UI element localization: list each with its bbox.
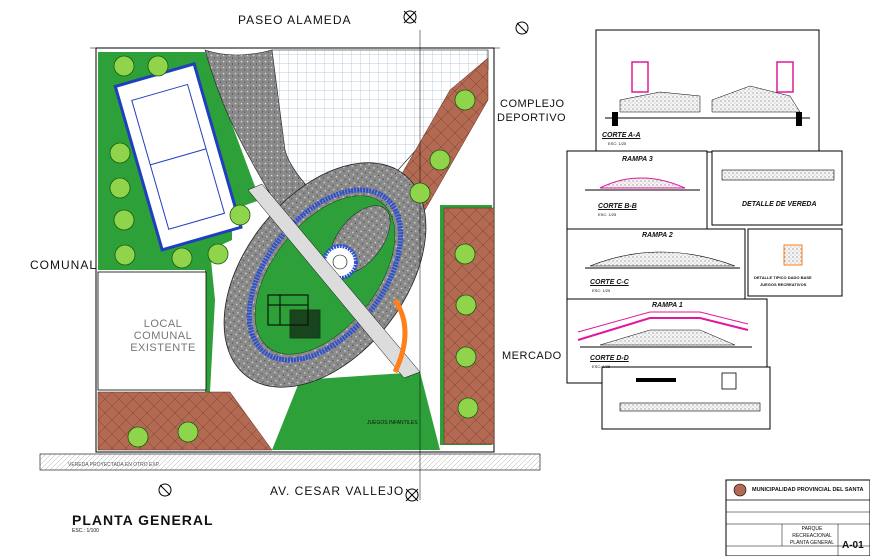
rampa2-title: RAMPA 2 bbox=[642, 232, 673, 239]
corte-aa-scale: ESC: 1/25 bbox=[608, 141, 627, 146]
local-existente-line-1: LOCAL bbox=[143, 318, 183, 330]
title-block-project-1: PARQUE bbox=[801, 526, 823, 532]
rampa3-title: RAMPA 3 bbox=[622, 156, 653, 163]
plan-scale: ESC.: 1/100 bbox=[72, 528, 99, 534]
title-block-org: MUNICIPALIDAD PROVINCIAL DEL SANTA bbox=[752, 487, 864, 493]
trees bbox=[109, 55, 479, 448]
tree-symbol bbox=[454, 243, 476, 265]
tree-symbol bbox=[457, 397, 479, 419]
rampa1-scale: ESC: 1/25 bbox=[592, 364, 611, 369]
tree-symbol bbox=[177, 421, 199, 443]
street-label-west: COMUNAL bbox=[30, 258, 98, 272]
rampa1-title: RAMPA 1 bbox=[652, 302, 683, 309]
rampa2-corte: CORTE C-C bbox=[590, 279, 629, 286]
section-marker-b bbox=[158, 483, 172, 497]
tree-symbol bbox=[229, 204, 251, 226]
north-arrow-bottom bbox=[405, 488, 419, 502]
detail-vereda-drawing bbox=[711, 150, 843, 226]
tree-symbol bbox=[109, 177, 131, 199]
street-band-south bbox=[39, 453, 541, 471]
section-marker-a bbox=[515, 21, 529, 35]
sports-court bbox=[113, 61, 243, 252]
tree-symbol bbox=[429, 149, 451, 171]
bench-orange bbox=[392, 298, 408, 374]
dado-line-2: JUEGOS RECREATIVOS bbox=[760, 282, 807, 287]
rampa2-scale: ESC: 1/25 bbox=[592, 288, 611, 293]
tree-symbol bbox=[113, 209, 135, 231]
tree-symbol bbox=[114, 244, 136, 266]
north-arrow-top bbox=[403, 10, 417, 24]
juegos-label: JUEGOS INFANTILES bbox=[367, 420, 418, 426]
tree-symbol bbox=[127, 426, 149, 448]
rampa3-scale: ESC: 1/25 bbox=[598, 212, 617, 217]
green-area-south bbox=[272, 372, 440, 450]
tree-symbol bbox=[171, 247, 193, 269]
detail-dado-drawing bbox=[747, 228, 843, 297]
street-label-east-mid: MERCADO bbox=[502, 350, 562, 362]
vereda-label: VEREDA PROYECTADA EN OTRO EXP. bbox=[68, 462, 160, 468]
street-label-east-top-2: DEPORTIVO bbox=[497, 112, 567, 124]
detail-rampa3-drawing bbox=[566, 150, 708, 230]
local-existente-box bbox=[97, 271, 207, 391]
street-label-south: AV. CESAR VALLEJO bbox=[270, 484, 405, 498]
local-existente-line-3: EXISTENTE bbox=[130, 342, 196, 354]
tree-symbol bbox=[455, 294, 477, 316]
tree-symbol bbox=[409, 182, 431, 204]
detail-bottom-drawing bbox=[601, 366, 771, 430]
rampa1-corte: CORTE D-D bbox=[590, 355, 629, 362]
corte-aa-title: CORTE A-A bbox=[602, 132, 641, 139]
rampa3-corte: CORTE B-B bbox=[598, 203, 637, 210]
tree-symbol bbox=[109, 142, 131, 164]
detail-corte-aa-drawing bbox=[595, 29, 820, 153]
dado-line-1: DETALLE TIPICO DADO BASE bbox=[754, 275, 812, 280]
tree-symbol bbox=[207, 243, 229, 265]
street-label-north: PASEO ALAMEDA bbox=[238, 13, 352, 27]
local-existente-line-2: COMUNAL bbox=[133, 330, 193, 342]
tree-symbol bbox=[113, 55, 135, 77]
street-label-east-top-1: COMPLEJO bbox=[500, 98, 565, 110]
plan-title: PLANTA GENERAL bbox=[72, 512, 214, 528]
title-block-sheet: A-01 bbox=[842, 540, 864, 551]
tree-symbol bbox=[455, 346, 477, 368]
title-block-project-3: PLANTA GENERAL bbox=[789, 540, 835, 546]
tree-symbol bbox=[454, 89, 476, 111]
title-block-project-2: RECREACIONAL bbox=[792, 533, 832, 539]
water-ring bbox=[246, 187, 404, 363]
playground-equipment bbox=[267, 294, 321, 339]
vereda-title: DETALLE DE VEREDA bbox=[742, 201, 817, 208]
detail-rampa2-drawing bbox=[566, 228, 746, 300]
tree-symbol bbox=[147, 55, 169, 77]
title-block-frame bbox=[725, 479, 870, 556]
